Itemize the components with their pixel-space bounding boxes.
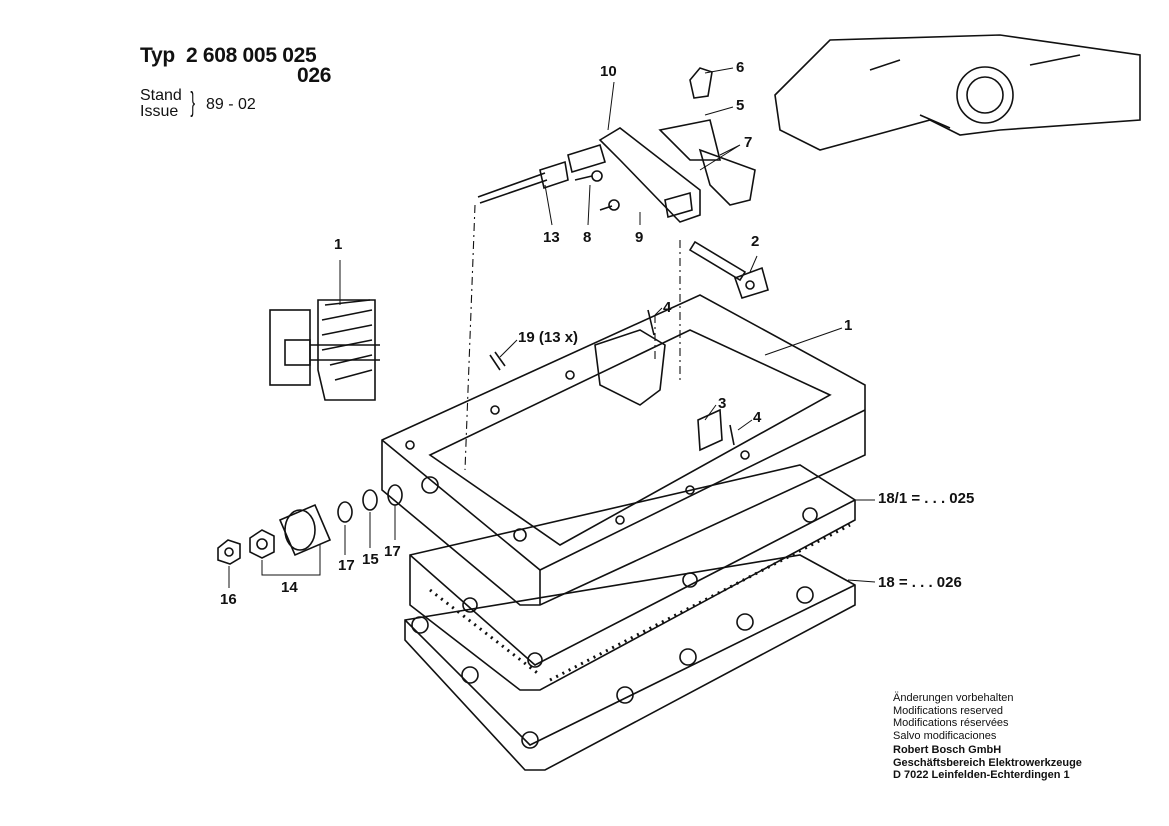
- issue-label: Issue: [140, 103, 179, 120]
- issue-date: 89 - 02: [206, 96, 256, 113]
- knob-and-washers: [217, 484, 403, 565]
- callout-17b: 17: [384, 543, 401, 560]
- callout-6: 6: [736, 59, 745, 76]
- notice-es: Salvo modificaciones: [893, 729, 997, 742]
- type-number: 2 608 005 025: [185, 44, 317, 67]
- clamp-mechanism: [477, 67, 756, 223]
- callout-13: 13: [543, 229, 560, 246]
- callout-14: 14: [281, 579, 298, 596]
- callout-3: 3: [718, 395, 727, 412]
- company-division: Geschäftsbereich Elektrowerkzeuge: [893, 756, 1082, 769]
- typ-label: Typ: [140, 44, 175, 67]
- callout-15: 15: [362, 551, 379, 568]
- main-tray: [381, 294, 866, 606]
- base-plate-025: [409, 464, 856, 691]
- stand-label: Stand: [140, 87, 182, 104]
- callout-4b: 4: [753, 409, 762, 426]
- base-plate-026: [404, 554, 856, 771]
- pin-part: [688, 240, 769, 299]
- callout-7: 7: [744, 134, 753, 151]
- callout-19: 19 (13 x): [518, 329, 579, 346]
- footer-notice: Änderungen vorbehalten Modifications res…: [893, 692, 1082, 782]
- callout-4a: 4: [663, 299, 672, 316]
- callout-1-inset: 1: [334, 236, 343, 253]
- callout-10: 10: [600, 63, 617, 80]
- screws: [489, 309, 735, 452]
- callout-9: 9: [635, 229, 644, 246]
- type-variant: 026: [297, 64, 332, 87]
- callout-18-1: 18/1 = . . . 025: [878, 490, 975, 507]
- callout-16: 16: [220, 591, 237, 608]
- callout-18: 18 = . . . 026: [878, 574, 962, 591]
- brace: }: [190, 86, 196, 117]
- callout-1: 1: [844, 317, 853, 334]
- callout-17a: 17: [338, 557, 355, 574]
- company-name: Robert Bosch GmbH: [893, 744, 1002, 756]
- callout-8: 8: [583, 229, 592, 246]
- tool-silhouette: [774, 34, 1141, 151]
- assembly-lines: [464, 204, 681, 471]
- callout-5: 5: [736, 97, 745, 114]
- notice-en: Modifications reserved: [893, 704, 1004, 717]
- leader-lines: [228, 67, 876, 588]
- inset-detail: [269, 299, 380, 401]
- type-heading: Typ 2 608 005 025: [140, 44, 317, 68]
- callout-2: 2: [751, 233, 760, 250]
- company-address: D 7022 Leinfelden-Echterdingen 1: [893, 769, 1070, 781]
- notice-fr: Modifications réservées: [893, 717, 1009, 729]
- notice-de: Änderungen vorbehalten: [893, 692, 1014, 704]
